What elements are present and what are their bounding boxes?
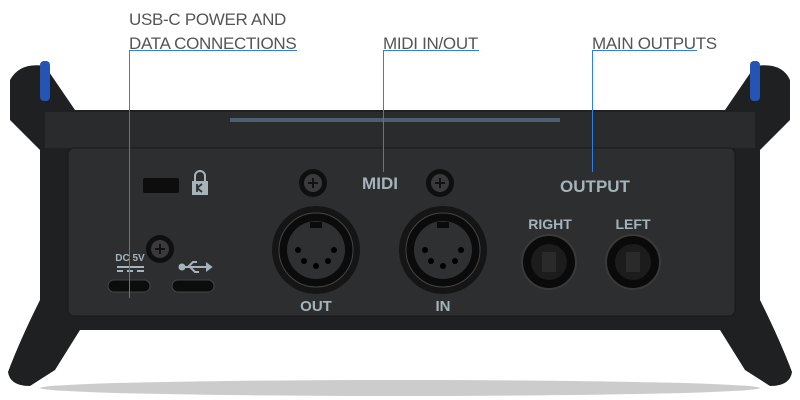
- screw: [146, 235, 174, 263]
- midi-in-port[interactable]: [399, 206, 487, 294]
- midi-in-label: IN: [435, 298, 451, 315]
- right-label: RIGHT: [528, 216, 572, 232]
- left-label: LEFT: [615, 216, 651, 232]
- callout-outputs: MAIN OUTPUTS: [592, 34, 717, 53]
- dc-symbol-icon: [117, 266, 144, 272]
- screw: [299, 169, 327, 197]
- top-logo: [230, 118, 560, 122]
- kensington-lock-icon: [192, 170, 208, 195]
- leader-line: [383, 50, 384, 172]
- callout-underline: [129, 50, 297, 51]
- callout-underline: [383, 50, 479, 51]
- usb-icon: [178, 261, 213, 273]
- kensington-slot[interactable]: [143, 178, 179, 193]
- left-foot-accent: [40, 61, 50, 101]
- leader-line: [129, 50, 130, 298]
- front-panel: [67, 147, 736, 317]
- dc-5v-label: DC 5V: [115, 253, 145, 264]
- midi-out-port[interactable]: [272, 206, 360, 294]
- midi-label: MIDI: [362, 174, 398, 193]
- right-foot-accent: [750, 61, 760, 101]
- callout-underline: [592, 50, 697, 51]
- shadow: [40, 380, 760, 396]
- callout-midi: MIDI IN/OUT: [383, 34, 478, 53]
- output-right-jack[interactable]: [521, 234, 577, 290]
- midi-out-label: OUT: [300, 298, 332, 315]
- screw: [426, 169, 454, 197]
- top-edge: [45, 112, 755, 148]
- callout-usb-line2: DATA CONNECTIONS: [129, 34, 297, 53]
- usb-c-data-port[interactable]: [171, 279, 215, 293]
- leader-line: [592, 50, 593, 172]
- callout-usb-line1: USB-C POWER AND: [129, 10, 287, 29]
- output-left-jack[interactable]: [605, 234, 661, 290]
- output-label: OUTPUT: [560, 177, 630, 196]
